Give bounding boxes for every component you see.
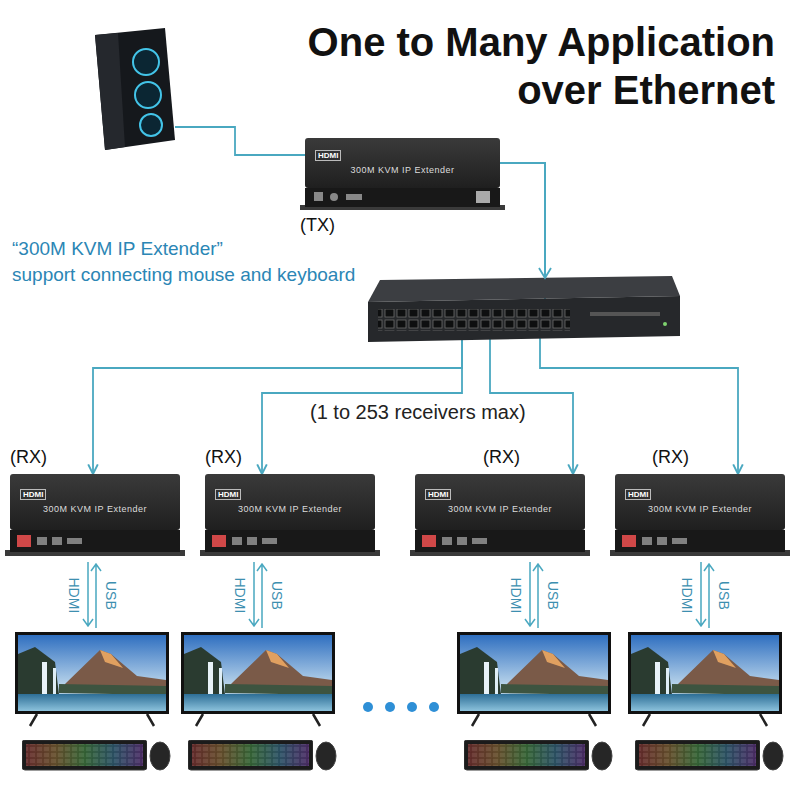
monitor bbox=[628, 632, 782, 726]
extender-device: (RX)HDMI300M KVM IP Extender bbox=[205, 474, 375, 530]
device-front bbox=[200, 530, 380, 556]
extender-device: HDMI300M KVM IP Extender(TX) bbox=[305, 138, 500, 188]
signal-name: USB bbox=[102, 581, 119, 610]
extender-device: (RX)HDMI300M KVM IP Extender bbox=[415, 474, 585, 530]
keyboard bbox=[464, 740, 589, 770]
power-port bbox=[330, 193, 338, 201]
device-front bbox=[305, 188, 500, 207]
device-tag: (RX) bbox=[652, 447, 689, 469]
pc-fan bbox=[140, 114, 162, 136]
ellipsis-dot bbox=[385, 702, 395, 712]
signal-arrow bbox=[696, 562, 714, 628]
pc-front bbox=[95, 33, 125, 150]
signal-name: HDMI bbox=[507, 577, 524, 613]
hdmi-port bbox=[346, 194, 362, 200]
switch-ports bbox=[378, 309, 570, 331]
device-label: 300M KVM IP Extender bbox=[448, 504, 552, 515]
note-text: support connecting mouse and keyboard bbox=[12, 264, 355, 287]
receiver-count: (1 to 253 receivers max) bbox=[310, 400, 526, 424]
mouse bbox=[592, 742, 612, 770]
switch-led bbox=[663, 322, 667, 326]
device-tag: (RX) bbox=[483, 447, 520, 469]
signal-arrow bbox=[249, 562, 267, 628]
device-label: 300M KVM IP Extender bbox=[238, 504, 342, 515]
signal-name: USB bbox=[715, 581, 732, 610]
extender-device: (RX)HDMI300M KVM IP Extender bbox=[10, 474, 180, 530]
extender-device: (RX)HDMI300M KVM IP Extender bbox=[615, 474, 785, 530]
brand-logo: HDMI bbox=[315, 150, 341, 162]
monitor bbox=[181, 632, 335, 726]
switch-front bbox=[368, 296, 680, 342]
pc-tower bbox=[95, 28, 175, 150]
brand-logo: HDMI bbox=[625, 489, 651, 501]
monitor bbox=[15, 632, 169, 726]
device-tag: (RX) bbox=[10, 447, 47, 469]
brand-logo: HDMI bbox=[20, 489, 46, 501]
arrow-head bbox=[539, 268, 551, 278]
device-tag: (RX) bbox=[205, 447, 242, 469]
mouse bbox=[763, 742, 783, 770]
device-front bbox=[5, 530, 185, 556]
signal-name: USB bbox=[544, 581, 561, 610]
signal-name: HDMI bbox=[231, 577, 248, 613]
device-label: 300M KVM IP Extender bbox=[43, 504, 147, 515]
mouse bbox=[316, 742, 336, 770]
ellipsis-dot bbox=[407, 702, 417, 712]
note-text: “300M KVM IP Extender” bbox=[12, 238, 223, 261]
signal-arrow bbox=[525, 562, 543, 628]
pc-cable bbox=[175, 127, 305, 155]
brand-logo: HDMI bbox=[425, 489, 451, 501]
signal-name: HDMI bbox=[65, 577, 82, 613]
keyboard bbox=[22, 740, 147, 770]
signal-name: USB bbox=[268, 581, 285, 610]
mouse bbox=[150, 742, 170, 770]
pc-fan bbox=[133, 49, 159, 75]
device-label: 300M KVM IP Extender bbox=[648, 504, 752, 515]
signal-arrows bbox=[83, 562, 714, 628]
signal-name: HDMI bbox=[678, 577, 695, 613]
brand-logo: HDMI bbox=[215, 489, 241, 501]
device-tag: (TX) bbox=[300, 215, 335, 237]
rj45-port bbox=[476, 191, 490, 203]
device-front bbox=[410, 530, 590, 556]
monitor bbox=[457, 632, 611, 726]
switch-panel bbox=[590, 312, 660, 316]
ellipsis-dot bbox=[363, 702, 373, 712]
device-label: 300M KVM IP Extender bbox=[351, 165, 455, 176]
ellipsis-dot bbox=[429, 702, 439, 712]
diagram-title: One to Many Application over Ethernet bbox=[275, 18, 775, 114]
keyboard bbox=[635, 740, 760, 770]
device-front bbox=[610, 530, 790, 556]
keyboard bbox=[188, 740, 313, 770]
signal-arrow bbox=[83, 562, 101, 628]
usb-port bbox=[314, 192, 323, 201]
pc-fan bbox=[135, 82, 161, 108]
